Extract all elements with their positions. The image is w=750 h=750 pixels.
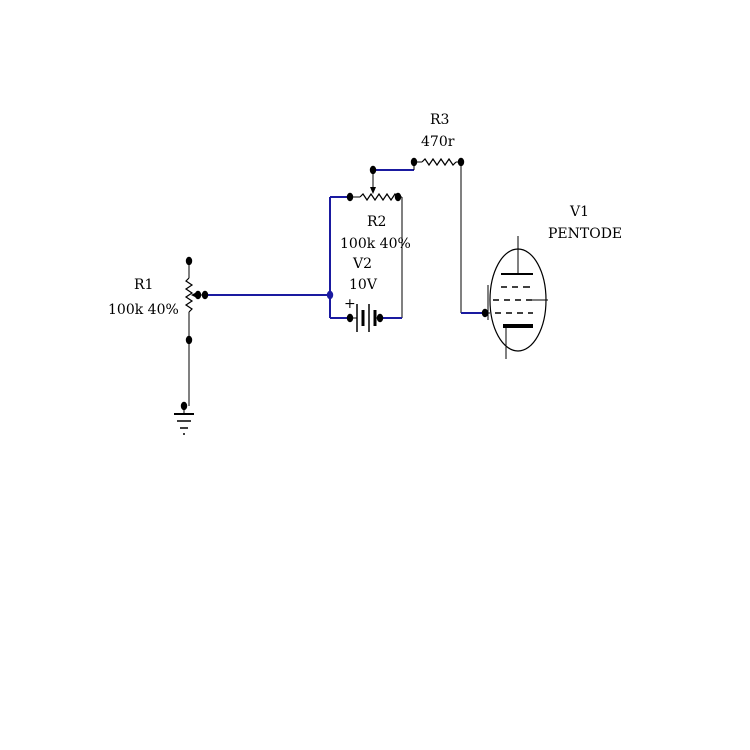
node-v2-left [346,313,354,323]
v1-pentode[interactable]: V1 PENTODE [485,204,622,359]
node-r2-wiper [369,165,377,175]
ground-icon [174,406,194,435]
node-r1-bottom [185,335,193,345]
potentiometer-icon [184,277,194,313]
node-r2-left [346,192,354,202]
node-r3-right [457,157,465,167]
node-v1-grid [481,308,489,318]
node-r1-wiper-a [194,290,202,300]
node-r2-right [394,192,402,202]
resistor-icon [421,157,457,167]
battery-icon [350,304,380,332]
node-r1-top [185,256,193,266]
pentode-tube-icon [485,236,548,359]
r3-value-label: 470r [421,134,455,150]
v2-value-label: 10V [349,277,378,293]
r2-value-label: 100k 40% [340,236,411,252]
node-junction [326,290,334,300]
v1-type-label: PENTODE [548,226,622,242]
potentiometer-icon [359,192,399,202]
connection-nodes [180,157,489,411]
node-ground [180,401,188,411]
node-v2-right [376,313,384,323]
r2-potentiometer[interactable]: R2 100k 40% [340,170,411,252]
v2-battery[interactable]: + V2 10V [344,256,380,332]
r1-name-label: R1 [134,277,153,293]
r1-potentiometer[interactable]: R1 100k 40% [108,262,205,340]
v2-polarity-label: + [344,296,356,312]
r2-name-label: R2 [367,214,386,230]
r3-name-label: R3 [430,112,449,128]
node-r3-left [410,157,418,167]
r2-wiper-arrow [370,187,376,194]
v2-name-label: V2 [352,256,372,272]
r1-value-label: 100k 40% [108,302,179,318]
v1-name-label: V1 [569,204,589,220]
r3-resistor[interactable]: R3 470r [414,112,461,167]
node-r1-wiper-b [201,290,209,300]
